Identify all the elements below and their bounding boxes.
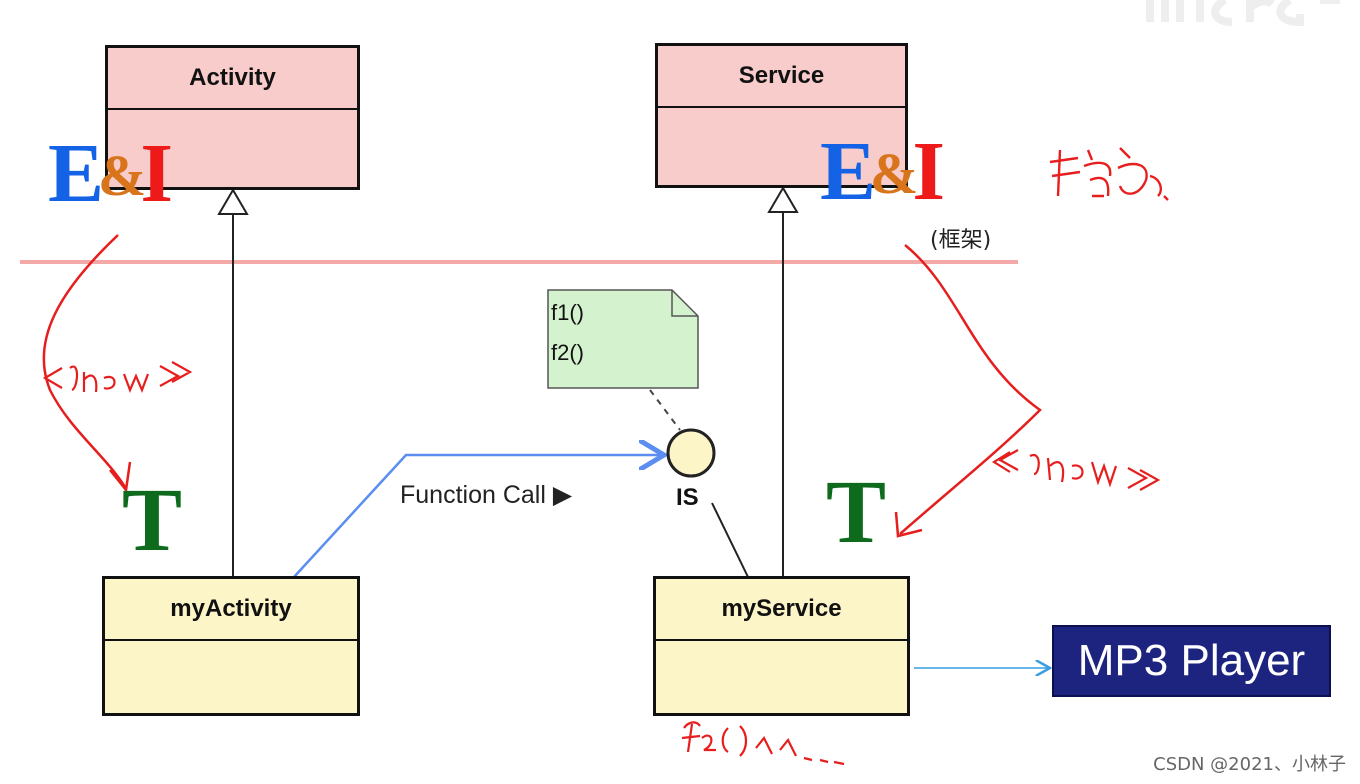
ei-logo-right-amp: & — [870, 141, 918, 206]
ei-logo-left-i: I — [140, 127, 173, 220]
interface-note-f2: f2() — [551, 340, 584, 365]
mp3-player-box: MP3 Player — [1052, 625, 1331, 697]
class-activity-name: Activity — [108, 48, 357, 110]
ei-logo-right: E&I — [820, 130, 945, 214]
handwritten-new-right — [991, 449, 1161, 491]
interface-link — [711, 502, 749, 578]
t-logo-right: T — [826, 463, 887, 562]
ei-logo-left-amp: & — [98, 143, 146, 208]
handwritten-arrow-left-head — [109, 461, 132, 494]
function-call-arrow — [293, 455, 664, 578]
handwritten-f2 — [681, 721, 845, 766]
class-my-service: myService — [653, 576, 910, 716]
interface-note-fold — [671, 290, 698, 317]
handwritten-arrow-right — [899, 244, 1042, 535]
class-my-activity-name: myActivity — [105, 579, 357, 641]
handwritten-arrow-right-head — [894, 511, 923, 538]
handwritten-scribble — [1049, 147, 1169, 201]
class-my-activity: myActivity — [102, 576, 360, 716]
framework-label: (框架) — [930, 228, 992, 253]
handwritten-arrow-left — [42, 234, 127, 488]
class-service-name: Service — [658, 46, 905, 108]
interface-note-f1: f1() — [551, 300, 584, 325]
ei-logo-right-e: E — [820, 125, 876, 218]
ei-logo-left-e: E — [48, 127, 104, 220]
background-logo-fragment — [1146, 0, 1340, 27]
interface-label: IS — [676, 484, 699, 511]
class-service: Service — [655, 43, 908, 188]
watermark: CSDN @2021、小林子 — [1153, 754, 1346, 775]
inheritance-arrowhead-service — [767, 186, 799, 213]
handwritten-new-left — [42, 361, 193, 393]
t-logo-left: T — [122, 471, 183, 570]
ei-logo-right-i: I — [912, 125, 945, 218]
interface-circle — [666, 428, 716, 478]
interface-note — [547, 289, 699, 389]
ei-logo-left: E&I — [48, 132, 173, 216]
class-activity: Activity — [105, 45, 360, 190]
class-my-service-name: myService — [656, 579, 907, 641]
inheritance-arrowhead-activity — [217, 188, 249, 215]
function-call-label: Function Call ▶ — [400, 481, 573, 509]
note-link — [649, 389, 681, 431]
